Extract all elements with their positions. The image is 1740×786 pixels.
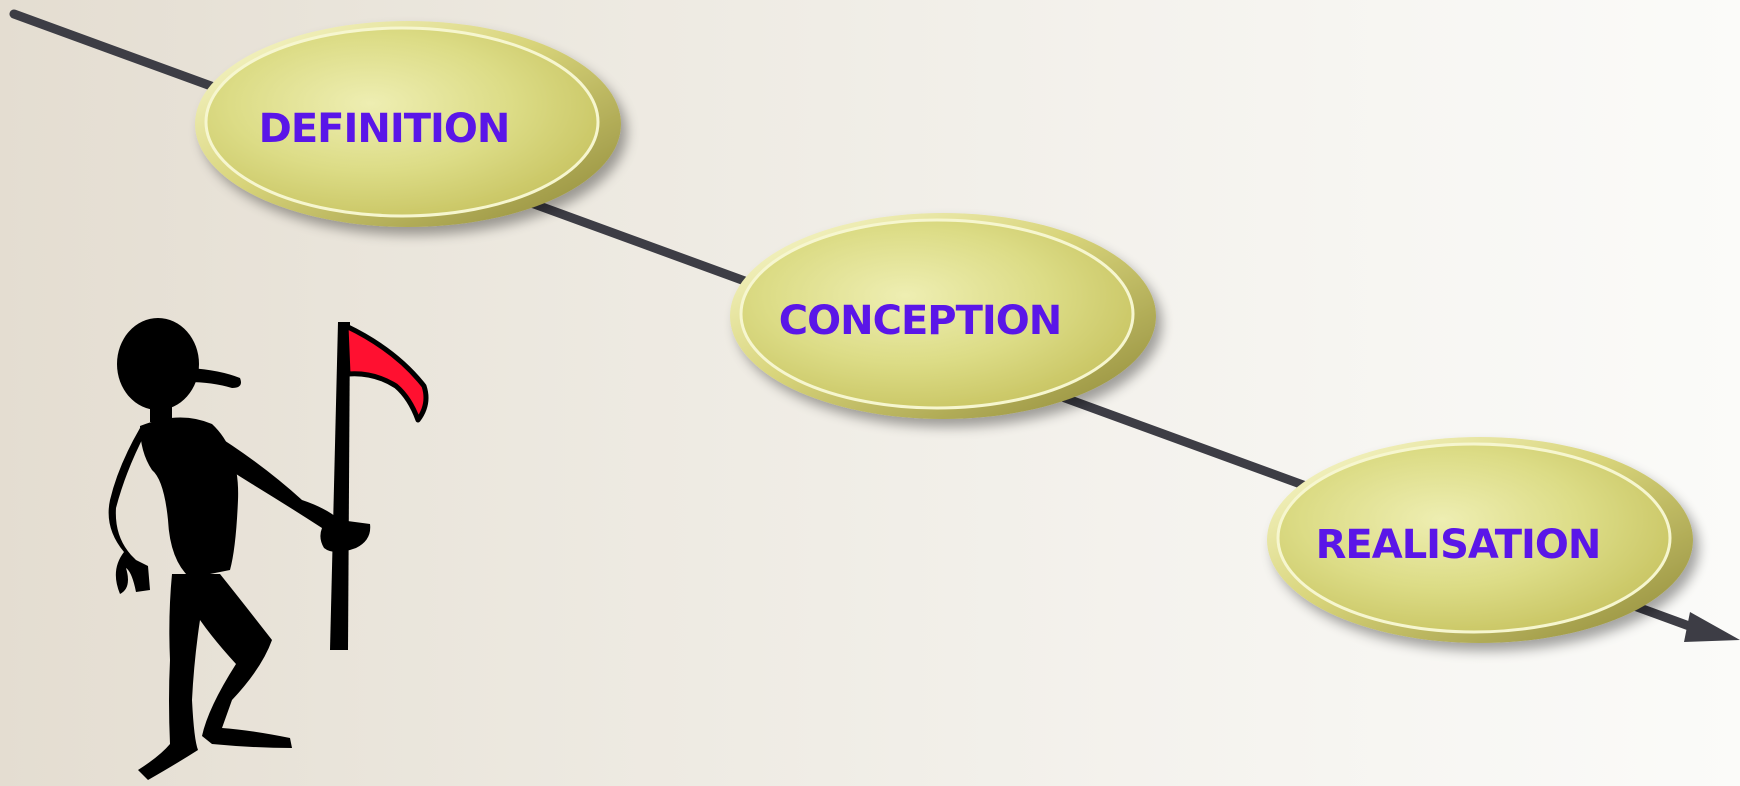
person-legs bbox=[138, 574, 292, 780]
stage-realisation: REALISATION bbox=[1267, 437, 1693, 643]
person-icon bbox=[108, 318, 371, 780]
arrowhead-icon bbox=[1684, 612, 1740, 642]
stage-realisation-ellipse-inner bbox=[1276, 442, 1672, 634]
person-front-arm bbox=[200, 430, 371, 552]
stage-conception-ellipse-inner bbox=[739, 218, 1135, 410]
flag-icon bbox=[330, 322, 429, 650]
flag-banner bbox=[343, 323, 429, 423]
person-nose bbox=[188, 368, 241, 388]
stage-definition-label: DEFINITION bbox=[259, 106, 510, 152]
stage-definition: DEFINITION bbox=[195, 21, 621, 227]
person-head bbox=[117, 318, 199, 410]
stage-realisation-label: REALISATION bbox=[1316, 522, 1601, 568]
stage-conception: CONCEPTION bbox=[730, 213, 1156, 419]
person-back-arm bbox=[108, 428, 150, 594]
stage-definition-ellipse-inner bbox=[204, 26, 600, 218]
stage-conception-label: CONCEPTION bbox=[779, 298, 1061, 344]
flag-pole bbox=[330, 322, 350, 650]
